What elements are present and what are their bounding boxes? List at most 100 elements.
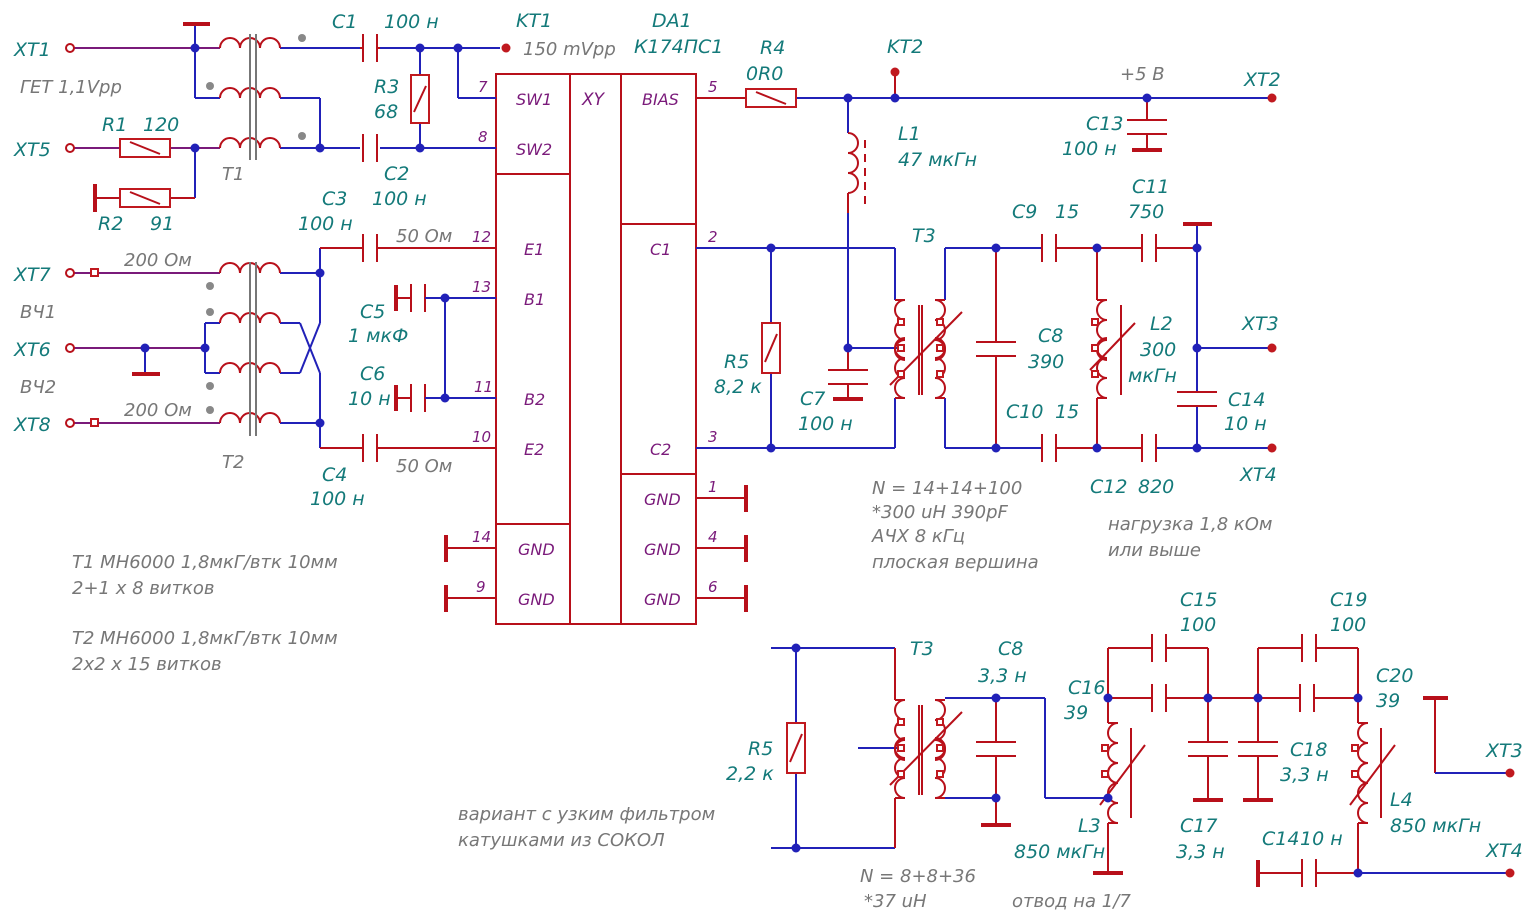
variant-l3-inductor xyxy=(1099,722,1146,824)
variant-r5-ref: R5 xyxy=(748,738,773,760)
ic-gnd-1: GND xyxy=(644,490,681,509)
variant-c19-ref: C19 xyxy=(1330,589,1367,611)
c10-ref: C10 xyxy=(1006,401,1043,423)
c4-ref: C4 xyxy=(322,464,347,486)
c9-value: 15 xyxy=(1055,201,1079,223)
r5-resistor xyxy=(761,322,781,374)
c6-ref: C6 xyxy=(360,363,385,385)
pin-13: 13 xyxy=(472,278,491,296)
ic-b2: B2 xyxy=(524,390,545,409)
r3-resistor xyxy=(410,74,430,124)
l1-inductor xyxy=(847,132,866,213)
t3-note-inductance: *300 uН 390pF xyxy=(872,502,1009,523)
kt1-value: 150 mVpp xyxy=(523,39,616,60)
variant-t3-transformer xyxy=(889,699,963,799)
variant-c20-ref: C20 xyxy=(1376,665,1413,687)
r4-ref: R4 xyxy=(760,37,785,59)
variant-c14-value: 10 н xyxy=(1300,828,1343,850)
ic-sw2: SW2 xyxy=(516,140,552,159)
variant-turns: N = 8+8+36 xyxy=(860,866,976,887)
ic-c2: C2 xyxy=(650,440,671,459)
c3-capacitor xyxy=(362,234,378,262)
c14-ref: C14 xyxy=(1228,389,1265,411)
t1-ref: T1 xyxy=(222,164,244,185)
variant-c16-ref: C16 xyxy=(1068,677,1105,699)
l2-unit: мкГн xyxy=(1128,365,1177,387)
c5-c6-capacitors xyxy=(394,284,496,412)
pin-10: 10 xyxy=(472,428,491,446)
hf1-note: ВЧ1 xyxy=(20,302,56,323)
xt4-label: XT4 xyxy=(1239,464,1277,486)
c1-capacitor xyxy=(360,34,380,62)
da1-part: К174ПС1 xyxy=(634,36,723,58)
variant-r5-value: 2,2 к xyxy=(726,763,774,785)
ic-xy: XY xyxy=(581,90,606,110)
ic-da1 xyxy=(495,73,697,625)
variant-l4-value: 850 мкГн xyxy=(1390,815,1481,837)
c7-ref: C7 xyxy=(800,388,825,410)
t2-ref: T2 xyxy=(222,452,244,473)
ic-gnd-9: GND xyxy=(518,590,555,609)
c13-value: 100 н xyxy=(1062,138,1117,160)
ic-e2: E2 xyxy=(524,440,544,459)
variant-l4-ref: L4 xyxy=(1390,789,1413,811)
xt6-label: XT6 xyxy=(13,339,51,361)
c14-capacitor xyxy=(1177,391,1217,407)
c11-value: 750 xyxy=(1128,201,1164,223)
xt3-label: XT3 xyxy=(1241,313,1279,335)
t3-note-flat: плоская вершина xyxy=(872,552,1039,573)
c7-capacitor xyxy=(828,369,868,401)
t1-spec-2: 2+1 х 8 витков xyxy=(72,578,215,599)
variant-c18-value: 3,3 н xyxy=(1280,764,1329,786)
variant-desc-2: катушками из СОКОЛ xyxy=(458,830,665,851)
l1-ref: L1 xyxy=(898,123,921,145)
variant-inductance: *37 uН xyxy=(864,891,927,912)
c4-impedance: 50 Ом xyxy=(396,456,452,477)
r5-ref: R5 xyxy=(724,351,749,373)
c12-value: 820 xyxy=(1138,476,1174,498)
r2-value: 91 xyxy=(150,213,174,235)
r4-resistor xyxy=(745,88,797,108)
variant-l4-inductor xyxy=(1349,722,1396,824)
c7-value: 100 н xyxy=(798,413,853,435)
variant-desc-1: вариант с узким фильтром xyxy=(458,804,715,825)
pin-3: 3 xyxy=(708,428,718,446)
variant-c17-ref: C17 xyxy=(1180,815,1217,837)
variant-c18-ref: C18 xyxy=(1290,739,1327,761)
c3-ref: C3 xyxy=(322,188,347,210)
variant-c15-ref: C15 xyxy=(1180,589,1217,611)
c12-ref: C12 xyxy=(1090,476,1127,498)
t3-note-bandwidth: АЧХ 8 кГц xyxy=(871,526,965,547)
t2-transformer xyxy=(206,262,281,436)
ic-e1: E1 xyxy=(524,240,544,259)
r3-value: 68 xyxy=(374,101,398,123)
hf2-note: ВЧ2 xyxy=(20,377,56,398)
r2-resistor xyxy=(119,188,171,208)
variant-l3-value: 850 мкГн xyxy=(1014,841,1105,863)
c8-ref: C8 xyxy=(1038,325,1063,347)
c10-value: 15 xyxy=(1055,401,1079,423)
variant-c8-value: 3,3 н xyxy=(978,665,1027,687)
pin-8: 8 xyxy=(478,128,488,146)
ic-b1: B1 xyxy=(524,290,545,309)
variant-tap: отвод на 1/7 xyxy=(1012,891,1131,912)
variant-c17-value: 3,3 н xyxy=(1176,841,1225,863)
variant-c20-value: 39 xyxy=(1376,690,1400,712)
t2-spec-1: T2 МН6000 1,8мкГ/втк 10мм xyxy=(72,628,338,649)
c5-value: 1 мкФ xyxy=(348,325,408,347)
variant-c14-ref: C14 xyxy=(1262,828,1299,850)
junction-dots xyxy=(140,43,1363,878)
variant-c19-value: 100 xyxy=(1330,614,1366,636)
l2-ref: L2 xyxy=(1150,313,1173,335)
kt1-label: KT1 xyxy=(516,10,552,32)
l2-inductor xyxy=(1089,299,1136,399)
t1-transformer xyxy=(206,34,306,160)
t3-note-turns: N = 14+14+100 xyxy=(872,478,1022,499)
ic-gnd-6: GND xyxy=(644,590,681,609)
ic-gnd-14: GND xyxy=(518,540,555,559)
c1-value: 100 н xyxy=(384,11,439,33)
r-200-b: 200 Ом xyxy=(124,400,192,421)
variant-l3-ref: L3 xyxy=(1078,815,1101,837)
